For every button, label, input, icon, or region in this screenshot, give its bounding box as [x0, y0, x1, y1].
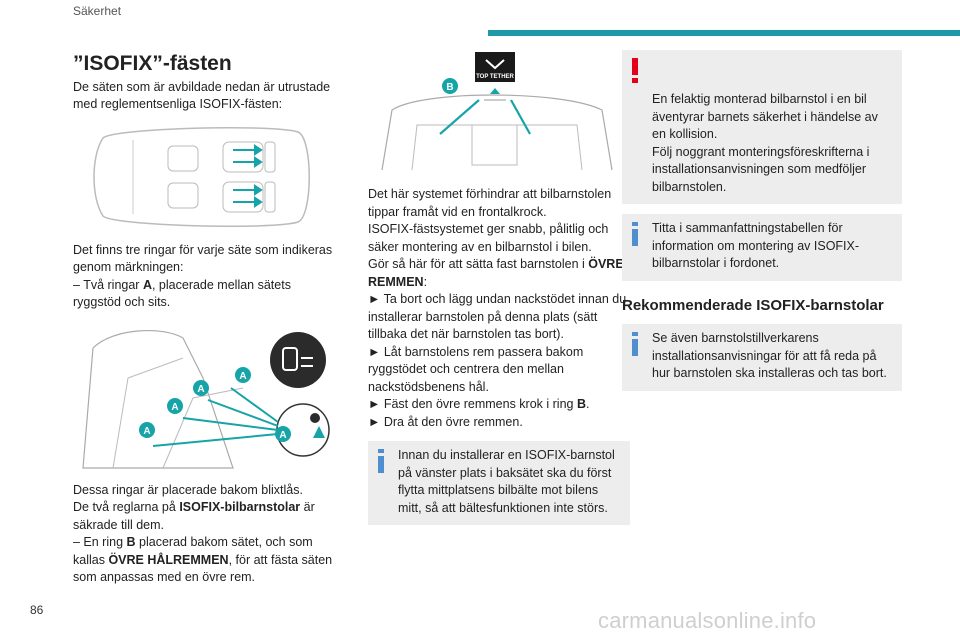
- header-section: Säkerhet: [73, 4, 122, 18]
- step-2: ► Låt barnstolens rem passera bakom rygg…: [368, 344, 584, 394]
- column-3: En felaktig monterad bilbarnstol i en bi…: [622, 50, 902, 391]
- ring-label-a-3: A: [171, 402, 178, 413]
- ring-label-a-1: A: [239, 371, 246, 382]
- page-number: 86: [30, 603, 44, 617]
- behind-zippers-text: Dessa ringar är placerade bakom blixtlås…: [73, 482, 303, 497]
- header-bar: [488, 30, 960, 36]
- ring-label-b: B: [446, 82, 453, 93]
- ring-label-a-4: A: [143, 426, 150, 437]
- column-2: Det här systemet förhindrar att bilbarns…: [368, 186, 630, 525]
- recommended-seats-heading: Rekommenderade ISOFIX-barnstolar: [622, 296, 884, 314]
- car-top-view-figure: [93, 126, 310, 227]
- step-4: ► Dra åt den övre remmen.: [368, 414, 523, 429]
- info-box-manufacturer: Se även barnstolstillverkarens installat…: [622, 324, 902, 391]
- info-icon: [632, 332, 638, 356]
- top-tether-instruction: Gör så här för att sätta fast barnstolen…: [368, 257, 624, 289]
- tipping-text: Det här systemet förhindrar att bilbarns…: [368, 187, 612, 219]
- intro-text: De säten som är avbildade nedan är utrus…: [73, 79, 331, 112]
- rules-text: De två reglarna på ISOFIX-bilbarnstolar …: [73, 500, 315, 532]
- isofix-system-text: ISOFIX-fästsystemet ger snabb, pålitlig …: [368, 222, 609, 254]
- bullet-a: – Två ringar A, placerade mellan sätets …: [73, 277, 291, 310]
- rings-text: Det finns tre ringar för varje säte som …: [73, 242, 333, 275]
- isofix-icon: [270, 331, 326, 388]
- ring-b-text: – En ring B placerad bakom sätet, och so…: [73, 535, 333, 584]
- column-1: ”ISOFIX”-fästen De säten som är avbildad…: [73, 52, 338, 587]
- step-1: ► Ta bort och lägg undan nackstödet inna…: [368, 292, 627, 341]
- page-title: ”ISOFIX”-fästen: [73, 52, 232, 75]
- ring-label-a-5: A: [279, 430, 286, 441]
- info-icon: [632, 222, 638, 246]
- step-3: ► Fäst den övre remmens krok i ring B.: [368, 397, 590, 411]
- seat-rings-figure: A A A A A: [82, 329, 330, 469]
- info-box-left-seat: Innan du installerar en ISOFIX-barnstol …: [368, 441, 630, 525]
- warning-icon: [632, 58, 638, 83]
- info-icon: [378, 449, 384, 473]
- top-tether-badge: TOP TETHER: [476, 74, 514, 80]
- info-box-summary-table: Titta i sammanfattningstabellen för info…: [622, 214, 902, 281]
- ring-label-a-2: A: [197, 384, 204, 395]
- warning-box: En felaktig monterad bilbarnstol i en bi…: [622, 50, 902, 204]
- trunk-top-tether-figure: TOP TETHER B: [381, 52, 613, 171]
- watermark: carmanualsonline.info: [598, 608, 817, 633]
